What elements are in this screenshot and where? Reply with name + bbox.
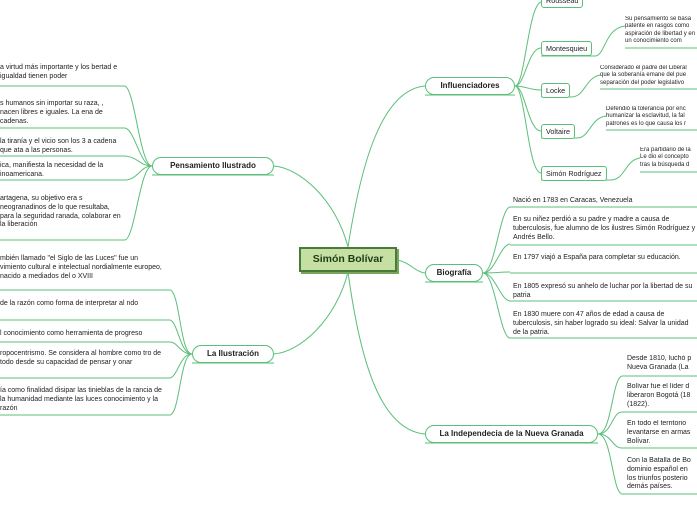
pensamiento-item-4: ica, manifiesta la necesidad de la inoam… <box>0 162 104 178</box>
bio-item-1: Nació en 1783 en Caracas, Venezuela <box>513 197 633 204</box>
influencer-rousseau[interactable]: Rousseau <box>541 0 584 8</box>
ilustracion-item-2: de la razón como forma de interpretar al… <box>0 300 139 307</box>
branch-biografia[interactable]: Biografía <box>425 264 483 282</box>
branch-la-ilustracion[interactable]: La Ilustración <box>192 345 274 363</box>
branch-independencia[interactable]: La Independecia de la Nueva Granada <box>425 425 598 443</box>
influencer-simon-rodriguez[interactable]: Simón Rodríguez <box>541 166 607 181</box>
ilustracion-item-5: ía como finalidad disipar las tinieblas … <box>0 387 162 412</box>
pensamiento-item-3: la tiranía y el vicio son los 3 a cadena… <box>0 138 117 154</box>
bio-item-3: En 1797 viajó a España para completar su… <box>513 254 681 261</box>
montesquieu-description: Su pensamiento se basa patente en rasgos… <box>625 16 696 45</box>
bio-item-2: En su niñez perdió a su padre y madre a … <box>513 216 696 241</box>
central-node[interactable]: Simón Bolívar <box>299 247 397 272</box>
bio-item-5: En 1830 muere con 47 años de edad a caus… <box>513 311 689 336</box>
branch-pensamiento-ilustrado[interactable]: Pensamiento Ilustrado <box>152 157 274 175</box>
influencer-voltaire[interactable]: Voltaire <box>541 124 575 139</box>
bio-item-4: En 1805 expresó su anhelo de luchar por … <box>513 283 693 299</box>
pensamiento-item-1: a virtud más importante y los bertad e i… <box>0 64 118 80</box>
influencer-locke[interactable]: Locke <box>541 83 571 98</box>
simon-rodriguez-description: Era partidario de la Le dio el concepto … <box>640 147 691 168</box>
ilustracion-item-4: ropocentrismo. Se considera al hombre co… <box>0 350 162 366</box>
pensamiento-item-5: artagena, su objetivo era s neogranadino… <box>0 195 121 229</box>
independencia-item-1: Desde 1810, luchó p Nueva Granada (La <box>627 355 692 371</box>
pensamiento-item-2: s humanos sin importar su raza, , nacen … <box>0 100 104 125</box>
voltaire-description: Defendió la tolerancia por enc humanizar… <box>606 106 687 127</box>
locke-description: Considerado el padre del Liberal que la … <box>600 65 687 86</box>
ilustracion-item-3: l conocimiento como herramienta de progr… <box>0 330 143 337</box>
branch-influenciadores[interactable]: Influenciadores <box>425 77 515 95</box>
influencer-montesquieu[interactable]: Montesquieu <box>541 41 593 56</box>
independencia-item-4: Con la Batalla de Bo dominio español en … <box>627 457 691 491</box>
independencia-item-3: En todo el territorio levantarse en arma… <box>627 420 691 445</box>
independencia-item-2: Bolívar fue el líder d liberaron Bogotá … <box>627 383 691 408</box>
ilustracion-item-1: mbién llamado "el Siglo de las Luces" fu… <box>0 255 162 280</box>
